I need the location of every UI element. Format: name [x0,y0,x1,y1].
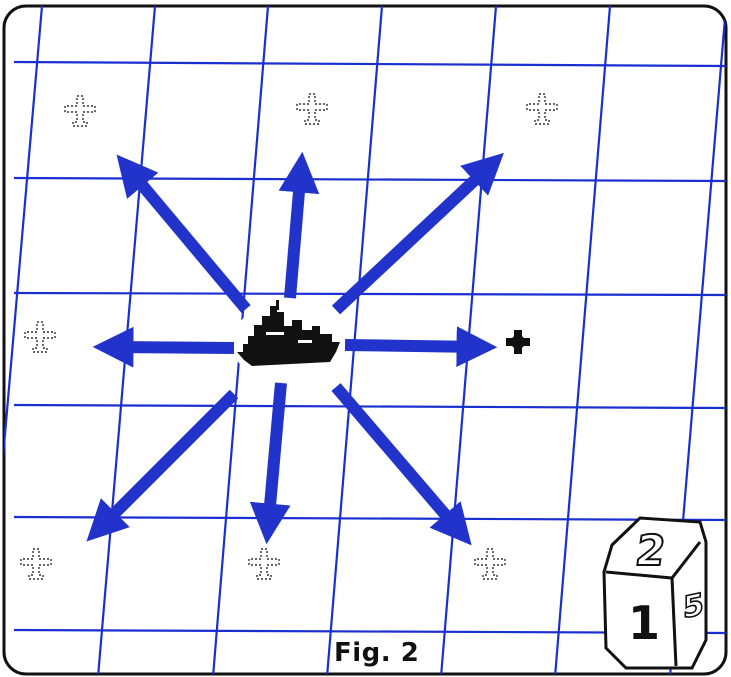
figure-caption: Fig. 2 [334,638,419,668]
die-face-side: 5 [683,590,704,624]
die-face-top: 2 [633,530,668,572]
arrow-right [345,345,481,347]
die-face-front: 1 [628,600,660,646]
arrow-left [109,347,234,348]
